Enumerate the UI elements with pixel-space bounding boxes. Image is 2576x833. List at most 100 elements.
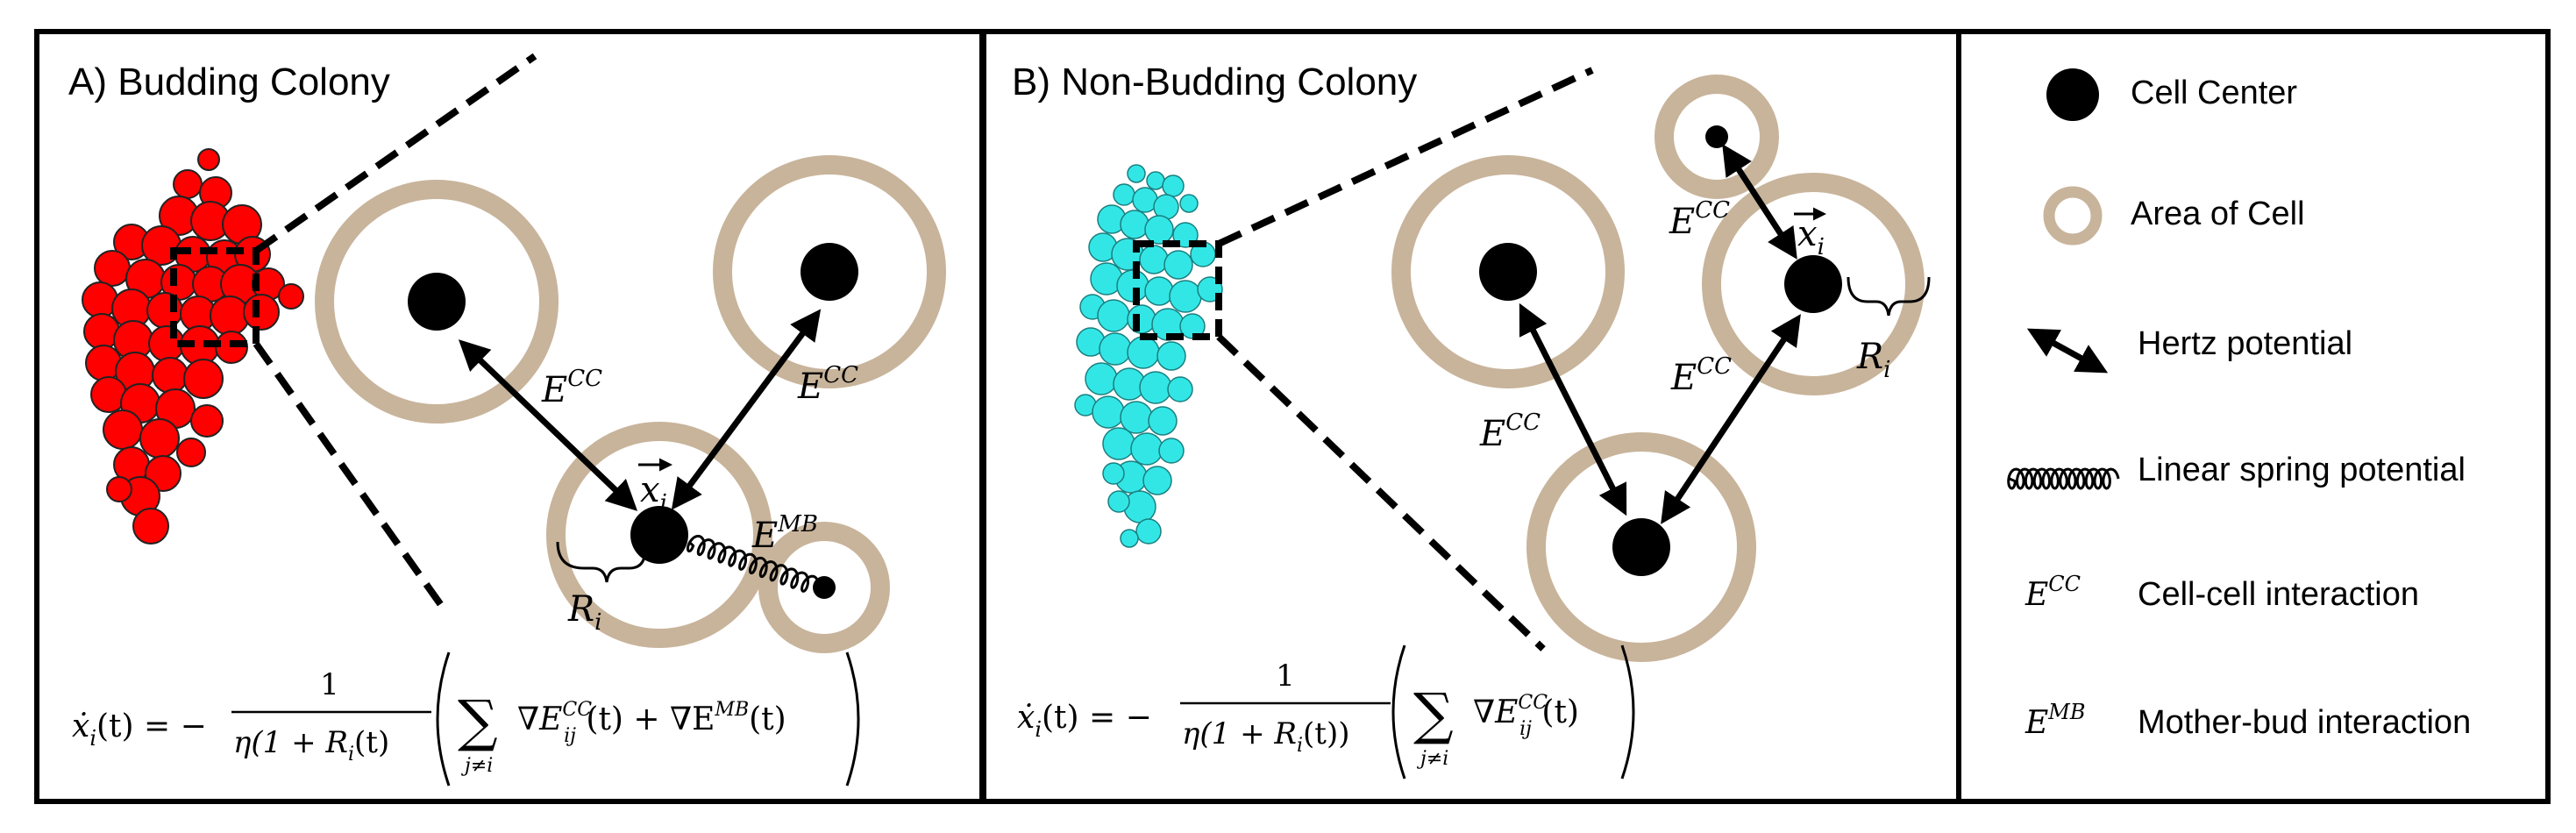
hertz-arrow-left — [1519, 303, 1627, 516]
cell-center — [801, 243, 858, 301]
svg-text:ẋi(t) = −: ẋi(t) = − — [1017, 700, 1152, 742]
bud-area-ring — [758, 522, 890, 653]
cell-center — [1784, 255, 1842, 313]
mother-bud-spring — [686, 534, 820, 593]
colony-cell — [173, 169, 203, 199]
colony-cell — [1102, 462, 1125, 485]
colony-cell — [1120, 529, 1139, 548]
budding-colony-cluster — [82, 148, 304, 545]
legend-spring-symbol — [2007, 467, 2120, 490]
zoom-line-lower — [253, 341, 451, 616]
legend-label-cell-center: Cell Center — [2131, 75, 2297, 111]
hertz-arrow-right — [1661, 314, 1801, 524]
colony-cell — [106, 476, 132, 502]
svg-text:j≠i: j≠i — [1416, 748, 1448, 770]
colony-cell — [1148, 406, 1178, 436]
legend-frame — [1956, 29, 2551, 804]
non-budding-colony-cluster — [1074, 164, 1223, 548]
cell-area-ring — [713, 155, 946, 388]
cell-area-ring — [1654, 75, 1779, 199]
radius-brace — [556, 541, 647, 583]
colony-cell — [139, 418, 180, 459]
legend-cell-area-symbol — [2043, 186, 2103, 246]
panel-frames — [34, 29, 2551, 804]
colony-cell — [1169, 280, 1202, 313]
svg-text:j≠i: j≠i — [460, 755, 493, 777]
legend-emb-symbol: EMB — [2025, 700, 2086, 741]
label-ri: Ri — [1856, 337, 1890, 383]
colony-cell — [1139, 245, 1169, 274]
svg-text:ẋi(t) = −: ẋi(t) = − — [72, 708, 207, 751]
colony-cell — [1092, 395, 1125, 429]
colony-cell — [1144, 276, 1174, 306]
panel-a: A) Budding Colony ECC ECC EMB xi Ri — [68, 53, 946, 787]
legend-label-linear-spring: Linear spring potential — [2138, 452, 2466, 488]
cell-center — [1479, 243, 1537, 301]
svg-text:∑: ∑ — [1413, 682, 1454, 747]
colony-cell — [183, 359, 224, 399]
zoom-line-upper — [253, 53, 537, 254]
svg-text:η(1 + Ri(t): η(1 + Ri(t) — [233, 725, 389, 765]
legend-label-hertz-potential: Hertz potential — [2138, 325, 2352, 362]
colony-cell — [103, 409, 143, 450]
colony-cell — [1156, 341, 1186, 371]
colony-cell — [1163, 250, 1193, 280]
svg-text:η(1 + Ri(t)): η(1 + Ri(t)) — [1182, 716, 1350, 757]
colony-cell — [1179, 194, 1199, 213]
colony-cell — [243, 294, 280, 331]
colony-cell — [1142, 466, 1172, 495]
colony-cell — [197, 148, 220, 171]
label-ecc-mid: ECC — [1670, 353, 1732, 398]
colony-cell — [1158, 438, 1185, 464]
colony-cell — [190, 404, 224, 438]
radius-brace — [1847, 276, 1931, 317]
svg-text:1: 1 — [1276, 659, 1295, 694]
hertz-arrow-left — [458, 339, 638, 511]
colony-cell — [1135, 518, 1162, 545]
svg-text:∑: ∑ — [458, 689, 498, 754]
legend-label-cell-cell: Cell-cell interaction — [2138, 576, 2419, 613]
colony-cell — [1107, 490, 1130, 513]
colony-cell — [1120, 210, 1149, 239]
cell-area-ring — [1391, 155, 1625, 388]
legend-ecc-symbol: ECC — [2025, 572, 2081, 613]
colony-cell — [152, 357, 189, 394]
colony-cell — [1130, 432, 1163, 466]
colony-cell — [1139, 371, 1172, 404]
label-ecc-top: ECC — [1669, 197, 1730, 242]
zoom-line-lower — [1216, 334, 1546, 651]
label-ecc-left: ECC — [541, 366, 602, 410]
panel-b-title: B) Non-Budding Colony — [1012, 61, 1417, 103]
zoom-box — [170, 247, 260, 347]
panel-a-title: A) Budding Colony — [68, 61, 390, 103]
label-ri: Ri — [567, 589, 601, 636]
label-emb: EMB — [751, 511, 818, 556]
colony-cell — [1127, 336, 1160, 369]
colony-cell — [1113, 183, 1135, 206]
cell-area-ring — [315, 180, 559, 424]
cell-center — [1705, 125, 1728, 148]
colony-cell — [1146, 171, 1165, 190]
colony-cell — [1099, 332, 1132, 366]
legend: Cell Center Area of Cell Hertz potential… — [2007, 68, 2471, 741]
cell-area-ring — [546, 422, 772, 648]
colony-cell — [1127, 304, 1156, 334]
label-ecc-low: ECC — [1479, 409, 1541, 454]
legend-label-mother-bud: Mother-bud interaction — [2138, 704, 2471, 741]
colony-cell — [132, 508, 169, 545]
colony-cell — [278, 283, 304, 310]
legend-label-area-of-cell: Area of Cell — [2131, 196, 2305, 232]
colony-cell — [1162, 174, 1185, 197]
colony-cell — [94, 250, 131, 287]
colony-cell — [1144, 215, 1174, 245]
cell-center — [408, 273, 466, 331]
colony-cell — [1167, 376, 1193, 402]
cell-center — [1612, 518, 1670, 576]
svg-text:1: 1 — [320, 667, 339, 702]
colony-cell — [1102, 427, 1135, 460]
